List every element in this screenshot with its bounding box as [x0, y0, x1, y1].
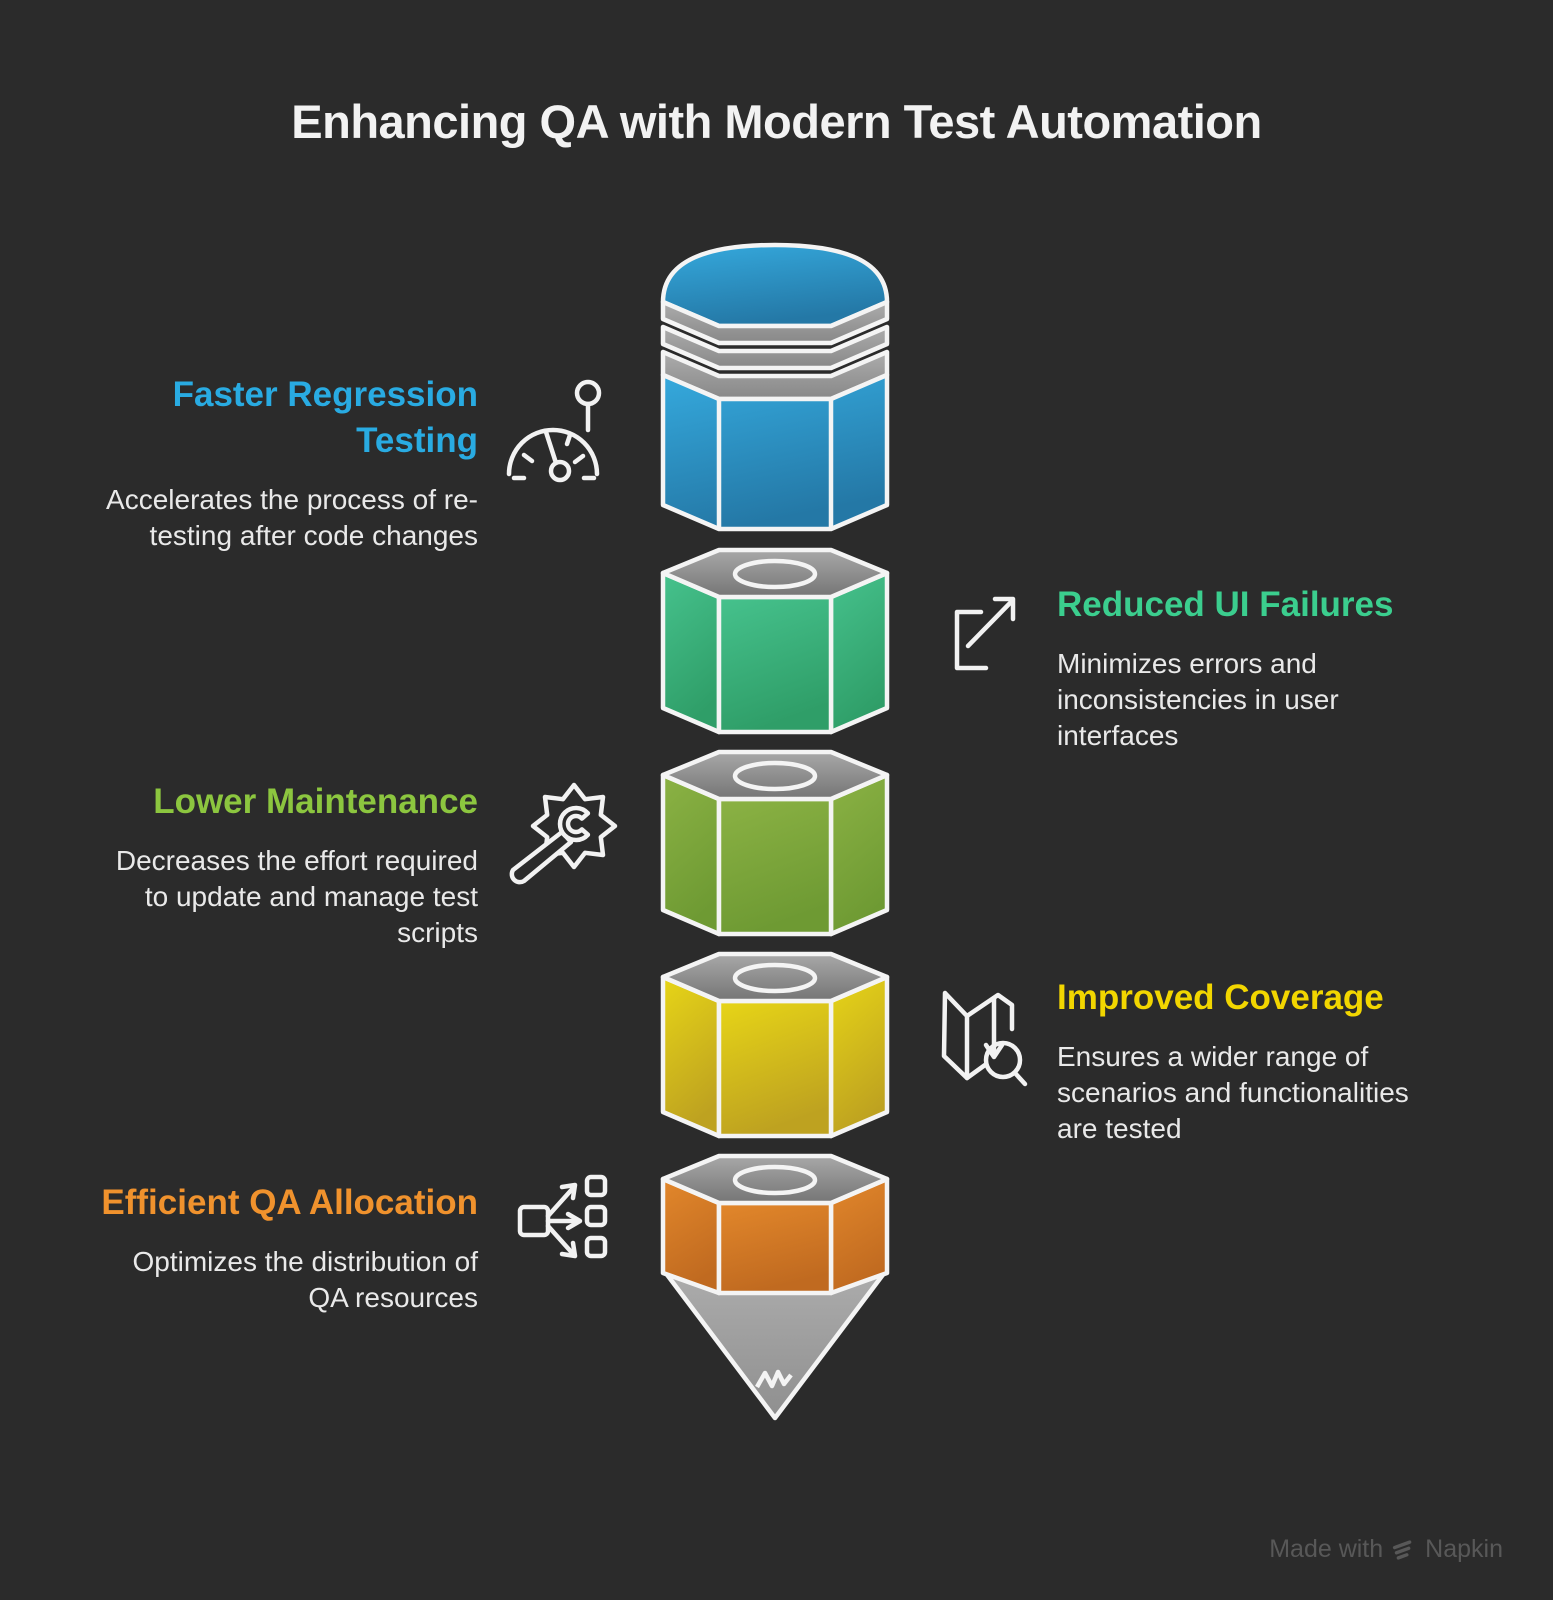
pencil-graphic — [660, 242, 890, 1421]
section-description: Accelerates the process of re- testing a… — [106, 484, 478, 551]
section-faster-regression-testing: Faster Regression Testing Accelerates th… — [8, 372, 478, 554]
section-improved-coverage: Improved Coverage Ensures a wider range … — [1057, 975, 1507, 1147]
footer-brand-text: Napkin — [1425, 1535, 1503, 1563]
pencil-yellow-segment — [660, 951, 890, 1139]
map-magnifier-icon — [928, 981, 1028, 1093]
section-heading: Lower Maintenance — [153, 782, 478, 821]
section-heading: Faster Regression Testing — [172, 375, 478, 460]
footer-credit: Made with Napkin — [1269, 1535, 1503, 1564]
pencil-olive-segment — [660, 749, 890, 937]
pencil-eraser-segment — [660, 242, 890, 532]
section-heading: Improved Coverage — [1057, 978, 1384, 1017]
section-heading: Efficient QA Allocation — [101, 1183, 478, 1222]
section-efficient-qa-allocation: Efficient QA Allocation Optimizes the di… — [8, 1180, 478, 1316]
section-description: Decreases the effort required to update … — [115, 845, 478, 948]
page-title: Enhancing QA with Modern Test Automation — [291, 95, 1262, 148]
wrench-gear-icon — [500, 770, 620, 888]
section-lower-maintenance: Lower Maintenance Decreases the effort r… — [8, 779, 478, 951]
distribution-icon — [503, 1152, 611, 1270]
pencil-green-segment — [660, 547, 890, 735]
section-description: Optimizes the distribution of QA resourc… — [132, 1246, 479, 1313]
section-description: Ensures a wider range of scenarios and f… — [1057, 1041, 1409, 1144]
external-arrow-icon — [915, 582, 1020, 674]
pencil-orange-segment — [660, 1153, 890, 1296]
section-heading: Reduced UI Failures — [1057, 585, 1394, 624]
section-reduced-ui-failures: Reduced UI Failures Minimizes errors and… — [1057, 582, 1507, 754]
footer-made-with-text: Made with — [1269, 1535, 1384, 1563]
speedometer-icon — [498, 374, 610, 486]
napkin-logo-icon — [1393, 1539, 1412, 1560]
section-description: Minimizes errors and inconsistencies in … — [1057, 648, 1339, 751]
